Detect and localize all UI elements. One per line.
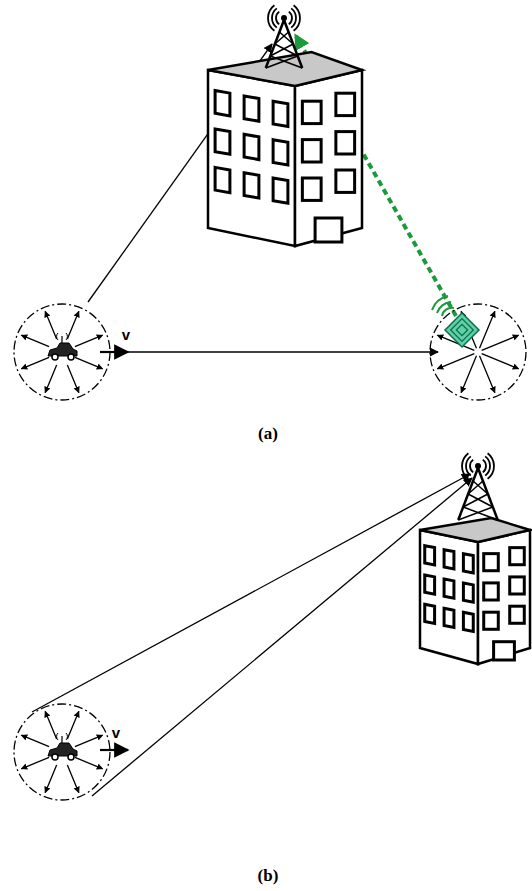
velocity-label: v: [122, 326, 130, 343]
signal-links: [32, 36, 472, 796]
scattering-ring: [430, 304, 526, 400]
panel-caption: (b): [258, 866, 279, 886]
building: [420, 518, 530, 664]
velocity-label: v: [112, 724, 120, 741]
ris-panel: [432, 296, 479, 347]
motion-line: [100, 351, 438, 352]
vehicle: [14, 304, 110, 400]
antenna-tower: [266, 5, 302, 68]
building: [208, 52, 362, 246]
beam-edge: [92, 478, 472, 796]
velocity-arrow: [100, 351, 128, 353]
velocity-arrow: [100, 749, 128, 751]
beam-edge: [32, 474, 470, 712]
panel-caption: (a): [258, 424, 278, 444]
vehicle: [14, 704, 110, 800]
antenna-tower: [458, 453, 498, 520]
